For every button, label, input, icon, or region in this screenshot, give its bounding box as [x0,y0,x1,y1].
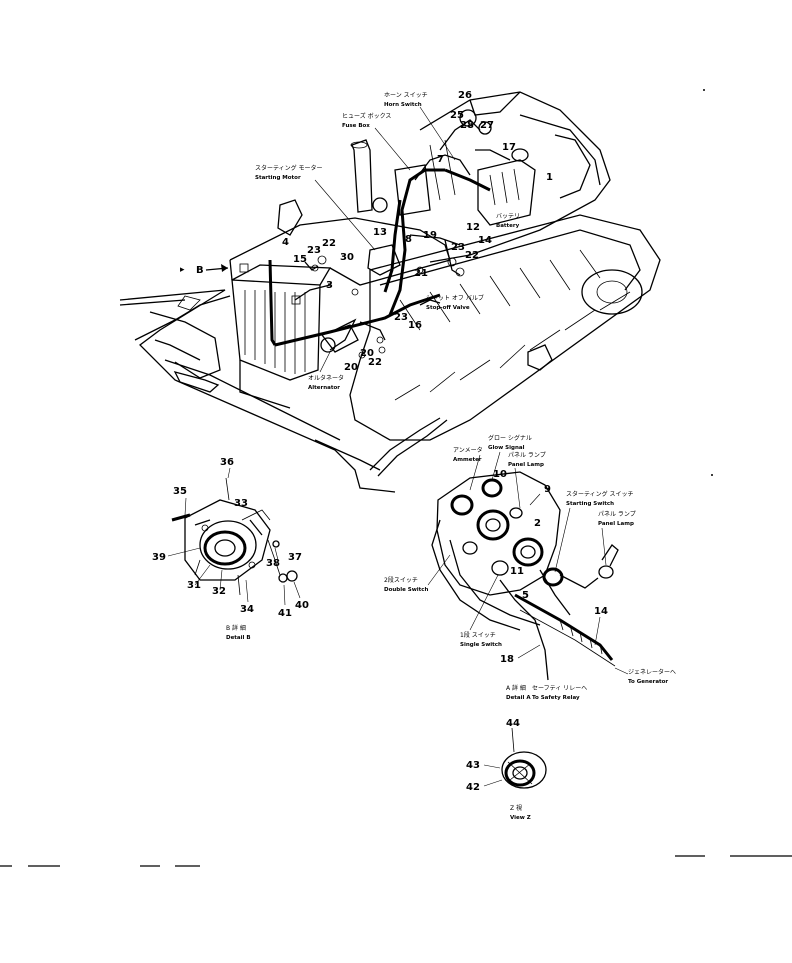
arrow-marker: ▸ [180,265,185,275]
part-35: 35 [173,486,187,497]
detail-b-jp: B 詳 細 [226,624,246,632]
tractor-body [119,91,661,493]
view-z-en: View Z [510,815,531,821]
part-23-b: 23 [307,245,321,256]
alternator-en: Alternator [308,385,340,391]
double-switch-jp: 2段スイッチ [384,576,418,584]
part-41: 41 [278,608,292,619]
to-safety-relay-jp: セーフティ リレーへ [532,685,587,692]
part-3: 3 [326,280,333,291]
part-40: 40 [295,600,309,611]
part-20b: 20 [360,348,374,359]
part-2: 2 [534,518,541,529]
double-switch-en: Double Switch [384,587,429,593]
ammeter-jp: アンメータ [453,446,483,454]
part-36: 36 [220,457,234,468]
panel-lamp-2-jp: パネル ランプ [598,511,636,518]
part-12: 12 [466,222,480,233]
part-20: 20 [344,362,358,373]
part-23-a: 23 [451,242,465,253]
detail-b [171,477,298,596]
part-10: 10 [493,469,507,480]
alternator-jp: オルタネータ [308,374,344,382]
glow-signal-jp: グロー シグナル [488,434,532,442]
part-26: 26 [458,90,472,101]
part-16: 16 [408,320,422,331]
horn-switch-jp: ホーン スイッチ [384,92,428,99]
battery-en: Battery [496,223,520,229]
glow-signal-en: Glow Signal [488,445,525,451]
scan-marks [0,89,792,867]
stop-valve-jp: シャット オフ バルブ [426,294,484,302]
to-safety-relay-en: To Safety Relay [532,695,580,701]
single-switch-jp: 1段 スイッチ [460,631,496,639]
detail-b-en: Detail B [226,635,251,641]
wiring-harness [239,109,529,359]
starting-switch-jp: スターティング スイッチ [566,490,634,498]
part-37: 37 [288,552,302,563]
part-28: 28 [460,120,474,131]
part-7: 7 [437,154,444,165]
part-11: 11 [510,566,524,577]
part-22-c: 22 [368,357,382,368]
part-15: 15 [293,254,307,265]
part-32: 32 [212,586,226,597]
fuse-box-en: Fuse Box [342,123,370,129]
part-23-c: 23 [394,312,408,323]
horn-switch-en: Horn Switch [384,102,422,108]
detail-a-labels: グロー シグナル Glow Signal パネル ランプ Panel Lamp … [384,434,676,701]
part-44: 44 [506,718,520,729]
part-31: 31 [187,580,201,591]
main-part-numbers: 26 28 27 25 7 17 1 12 14 13 19 8 23 22 2… [282,90,553,373]
single-switch-en: Single Switch [460,642,502,648]
part-17: 17 [502,142,516,153]
detail-b-numbers: 36 35 33 39 31 32 34 38 37 41 40 B 詳 細 D… [152,457,309,641]
detail-a-numbers: 10 9 2 11 5 14 18 [493,469,608,665]
panel-lamp-2-en: Panel Lamp [598,521,634,527]
part-38: 38 [266,558,280,569]
part-39: 39 [152,552,166,563]
part-34: 34 [240,604,254,615]
part-19: 19 [423,230,437,241]
part-8: 8 [405,234,412,245]
detail-a [431,471,619,681]
part-21: 21 [414,268,428,279]
part-4: 4 [282,237,289,248]
starting-switch-en: Starting Switch [566,501,614,507]
part-13: 13 [373,227,387,238]
ammeter-en: Ammeter [453,457,482,463]
detail-a-en: Detail A [506,695,531,701]
part-5: 5 [522,590,529,601]
part-25: 25 [450,110,464,121]
part-30: 30 [340,252,354,263]
to-generator-en: To Generator [628,679,668,685]
part-14-main: 14 [478,235,492,246]
part-1: 1 [546,172,553,183]
arrow-b-label: B [196,265,204,276]
part-22-b: 22 [322,238,336,249]
panel-lamp-1-en: Panel Lamp [508,462,544,468]
part-18: 18 [500,654,514,665]
part-43: 43 [466,760,480,771]
panel-lamp-1-jp: パネル ランプ [508,452,546,459]
starting-motor-en: Starting Motor [255,175,301,181]
main-labels: ホーン スイッチ Horn Switch ヒューズ ボックス Fuse Box … [255,92,520,391]
to-generator-jp: ジェネレーターへ [628,668,676,676]
part-42: 42 [466,782,480,793]
part-33: 33 [234,498,248,509]
view-z-jp: Z 視 [510,804,522,812]
arrow-b: B ▸ [180,264,229,276]
stop-valve-en: Stop-off Valve [426,305,470,311]
battery-jp: バッテリ [496,213,520,220]
view-z: 44 43 42 Z 視 View Z [466,718,547,821]
part-27: 27 [480,120,494,131]
part-14-detail: 14 [594,606,608,617]
part-22-a: 22 [465,250,479,261]
starting-motor-jp: スターティング モーター [255,164,323,172]
detail-a-jp: A 詳 細 [506,684,526,692]
part-9: 9 [544,484,551,495]
fuse-box-jp: ヒューズ ボックス [342,112,391,120]
